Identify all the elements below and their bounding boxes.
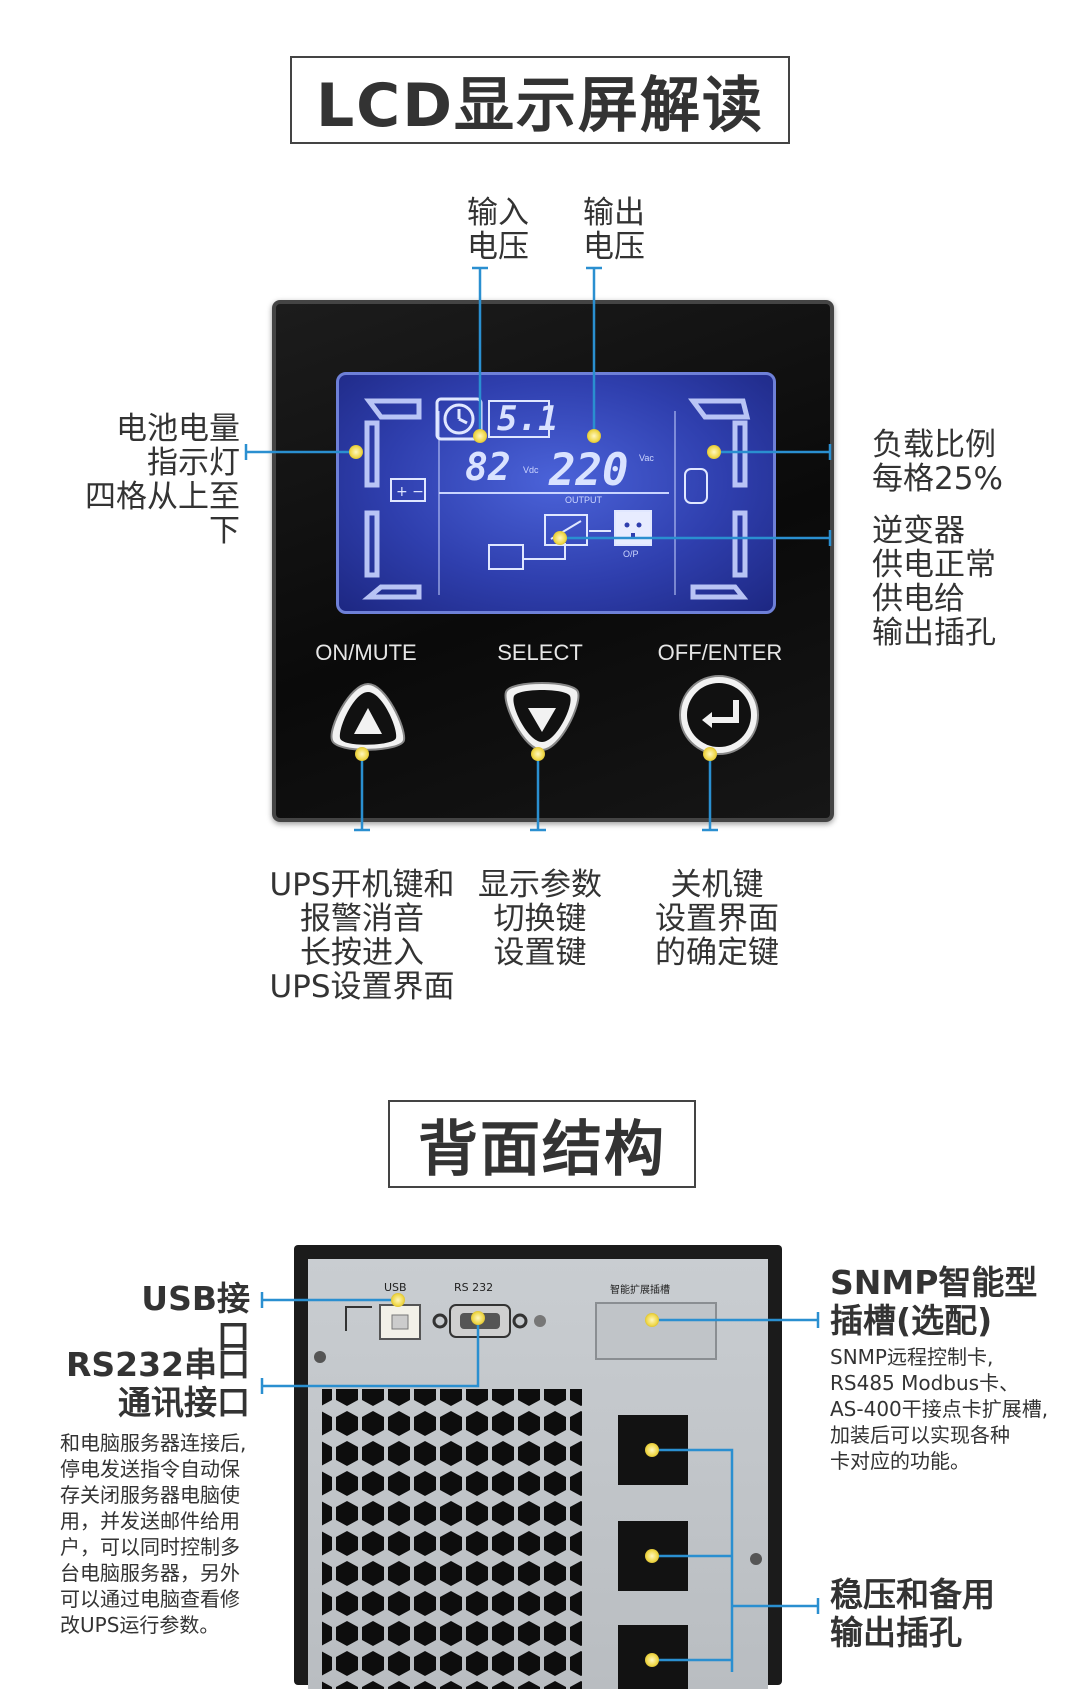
rear-panel-graphics	[314, 1302, 762, 1689]
snmp-slot	[595, 1302, 717, 1360]
callout-dot	[471, 1311, 485, 1325]
callout-dot	[391, 1293, 405, 1307]
lcd-input-unit: Vdc	[523, 465, 539, 475]
lcd-callout-lines	[244, 266, 832, 832]
select-label: SELECT	[497, 640, 583, 665]
lcd-output-unit: Vac	[639, 453, 654, 463]
callout-dot	[587, 429, 601, 443]
lcd-section-title: LCD显示屏解读	[290, 56, 790, 144]
off-enter-button[interactable]	[676, 672, 762, 758]
lcd-output-caption: OUTPUT	[565, 495, 602, 505]
select-description: 显示参数 切换键 设置键	[478, 867, 602, 971]
down-arrow-icon	[528, 708, 556, 732]
usb-port-label: USB	[384, 1281, 407, 1294]
callout-dot	[707, 445, 721, 459]
on-mute-button[interactable]	[326, 678, 410, 758]
enter-icon	[708, 700, 739, 723]
usb-interface-label: USB接口	[141, 1279, 250, 1356]
on-mute-label: ON/MUTE	[315, 640, 417, 665]
snmp-description: SNMP远程控制卡, RS485 Modbus卡、 AS-400干接点卡扩展槽,…	[830, 1345, 1049, 1473]
lcd-display: + − 5.1 82 Vdc 220 Vac OUTPUT O/P	[336, 372, 776, 614]
ups-front-panel: + − 5.1 82 Vdc 220 Vac OUTPUT O/P ON/MUT…	[272, 300, 834, 822]
ups-rear-panel: USB RS 232 智能扩展插槽	[294, 1245, 782, 1689]
on-mute-description: UPS开机键和 报警消音 长按进入 UPS设置界面	[269, 867, 455, 1005]
snmp-slot-label: SNMP智能型 插槽(选配)	[830, 1263, 1038, 1340]
callout-dot	[703, 747, 717, 761]
outlets-label: 稳压和备用 输出插孔	[830, 1575, 995, 1652]
rear-section-title: 背面结构	[388, 1100, 696, 1188]
battery-level-label: 电池电量 指示灯 四格从上至下	[85, 411, 240, 549]
rear-callout-lines	[260, 1292, 820, 1672]
callout-dot	[645, 1549, 659, 1563]
select-button[interactable]	[500, 674, 584, 758]
off-enter-label: OFF/ENTER	[657, 640, 783, 665]
lcd-input-value: 82	[465, 445, 511, 489]
callout-dot	[645, 1313, 659, 1327]
lcd-op-caption: O/P	[623, 549, 639, 559]
lcd-output-value: 220	[549, 445, 629, 496]
callout-dot	[531, 747, 545, 761]
rs232-port-label: RS 232	[454, 1281, 494, 1294]
svg-text:+ −: + −	[396, 484, 424, 500]
callout-dot	[355, 747, 369, 761]
callout-dot	[349, 445, 363, 459]
callout-dot	[553, 531, 567, 545]
vent-grille	[322, 1389, 582, 1689]
callout-dot	[645, 1653, 659, 1667]
rs232-interface-label: RS232串口 通讯接口	[65, 1345, 250, 1422]
callout-dot	[473, 429, 487, 443]
output-voltage-label: 输出 电压	[583, 195, 645, 265]
up-arrow-icon	[354, 708, 382, 734]
lcd-top-value: 5.1	[497, 399, 559, 439]
slot-label: 智能扩展插槽	[610, 1285, 670, 1296]
callout-dot	[645, 1443, 659, 1457]
inverter-label: 逆变器 供电正常 供电给 输出插孔	[872, 513, 996, 651]
input-voltage-label: 输入 电压	[467, 195, 529, 265]
rs232-description: 和电脑服务器连接后, 停电发送指令自动保 存关闭服务器电脑使 用，并发送邮件给用…	[60, 1431, 247, 1637]
load-ratio-label: 负载比例 每格25%	[872, 427, 1003, 497]
lcd-segments: + −	[362, 397, 751, 600]
off-enter-description: 关机键 设置界面 的确定键	[655, 867, 779, 971]
